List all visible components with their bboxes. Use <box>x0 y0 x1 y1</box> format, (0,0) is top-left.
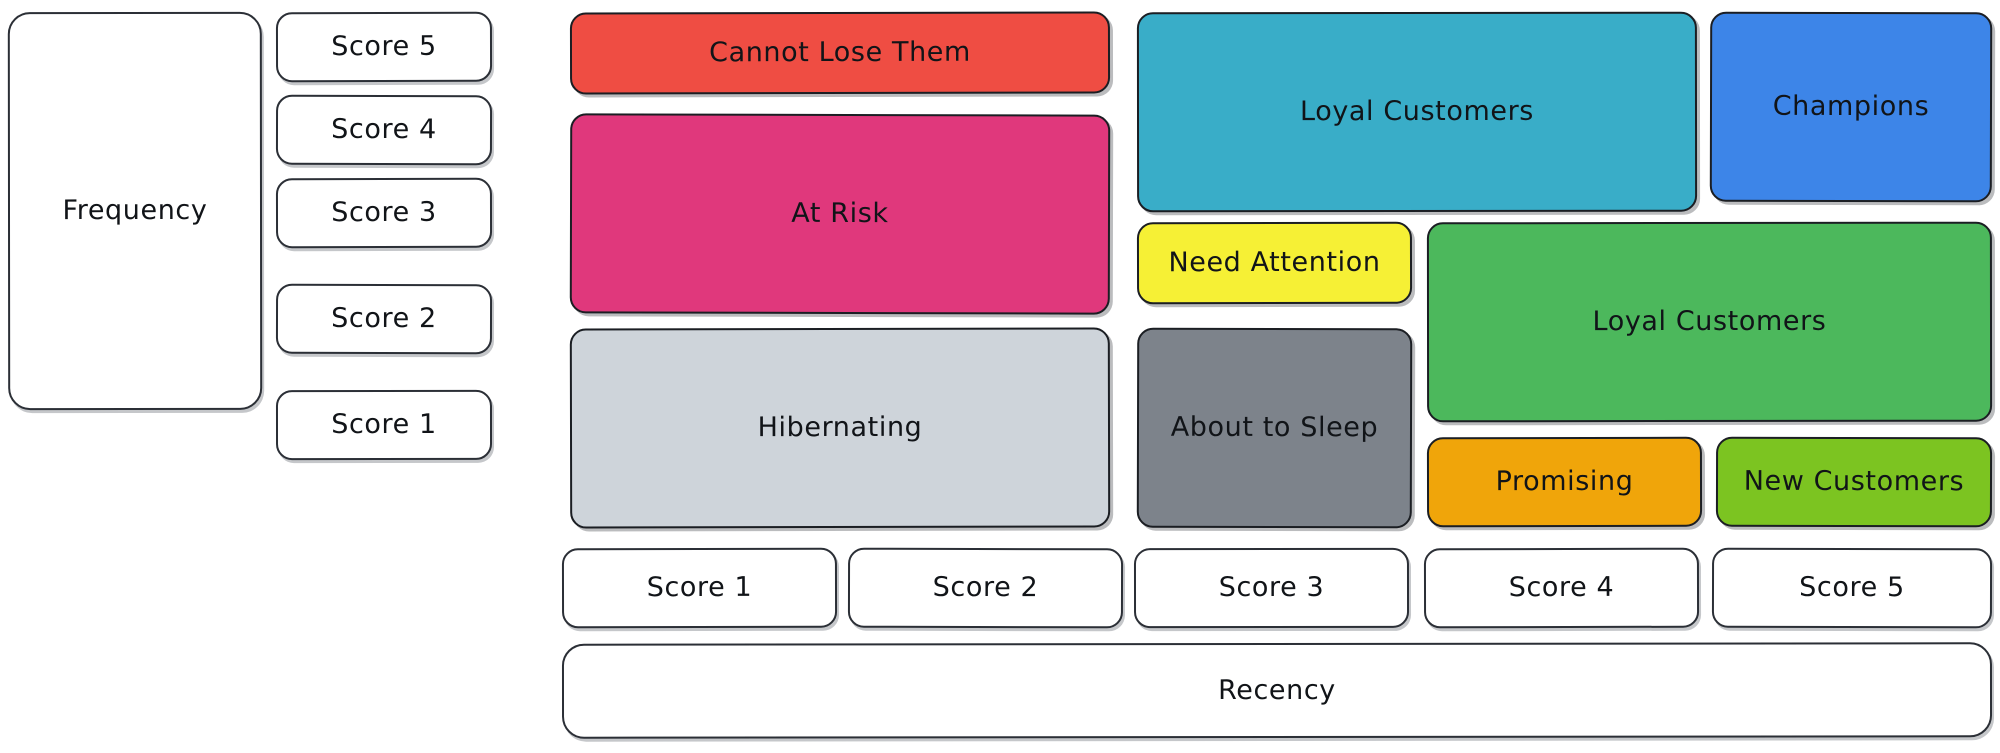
recency-axis-label: Recency <box>561 642 1993 739</box>
segment-promising[interactable]: Promising <box>1426 436 1703 528</box>
frequency-score-4-label: Score 4 <box>331 114 437 146</box>
segment-champions[interactable]: Champions <box>1709 11 1993 203</box>
frequency-score-2[interactable]: Score 2 <box>275 283 493 355</box>
segment-loyal-customers-teal[interactable]: Loyal Customers <box>1136 11 1698 213</box>
recency-score-4-label: Score 4 <box>1508 572 1615 604</box>
segment-loyal-customers-green-label: Loyal Customers <box>1592 306 1827 338</box>
segment-about-to-sleep-label: About to Sleep <box>1170 412 1379 444</box>
frequency-score-4[interactable]: Score 4 <box>275 94 493 166</box>
frequency-score-5-label: Score 5 <box>331 31 437 63</box>
recency-score-4[interactable]: Score 4 <box>1423 547 1700 629</box>
recency-score-1[interactable]: Score 1 <box>561 547 838 629</box>
frequency-score-1-label: Score 1 <box>331 409 437 441</box>
segment-champions-label: Champions <box>1772 91 1930 123</box>
segment-loyal-customers-teal-label: Loyal Customers <box>1300 96 1534 128</box>
segment-need-attention[interactable]: Need Attention <box>1136 221 1413 305</box>
segment-cannot-lose-them[interactable]: Cannot Lose Them <box>569 11 1111 95</box>
segment-new-customers[interactable]: New Customers <box>1715 436 1993 528</box>
recency-score-2[interactable]: Score 2 <box>847 547 1124 629</box>
frequency-axis-label-text: Frequency <box>62 195 208 227</box>
segment-cannot-lose-them-label: Cannot Lose Them <box>709 37 971 69</box>
segment-new-customers-label: New Customers <box>1743 466 1965 498</box>
segment-hibernating-label: Hibernating <box>757 412 923 444</box>
frequency-score-3[interactable]: Score 3 <box>275 177 493 249</box>
frequency-score-2-label: Score 2 <box>331 303 437 335</box>
recency-score-3[interactable]: Score 3 <box>1133 547 1410 629</box>
frequency-axis-label: Frequency <box>7 11 263 411</box>
segment-need-attention-label: Need Attention <box>1168 247 1381 279</box>
frequency-score-5[interactable]: Score 5 <box>275 11 493 83</box>
recency-score-2-label: Score 2 <box>932 572 1039 604</box>
segment-at-risk[interactable]: At Risk <box>569 113 1111 315</box>
recency-score-5[interactable]: Score 5 <box>1711 547 1993 629</box>
recency-score-3-label: Score 3 <box>1218 572 1325 604</box>
recency-axis-label-text: Recency <box>1218 674 1336 707</box>
segment-at-risk-label: At Risk <box>791 198 889 230</box>
segment-hibernating[interactable]: Hibernating <box>569 327 1111 529</box>
recency-score-1-label: Score 1 <box>646 572 753 604</box>
frequency-score-3-label: Score 3 <box>331 197 437 229</box>
recency-score-5-label: Score 5 <box>1799 572 1905 604</box>
segment-about-to-sleep[interactable]: About to Sleep <box>1136 327 1413 529</box>
frequency-score-1[interactable]: Score 1 <box>275 389 493 461</box>
segment-loyal-customers-green[interactable]: Loyal Customers <box>1426 221 1993 423</box>
segment-promising-label: Promising <box>1495 466 1634 498</box>
